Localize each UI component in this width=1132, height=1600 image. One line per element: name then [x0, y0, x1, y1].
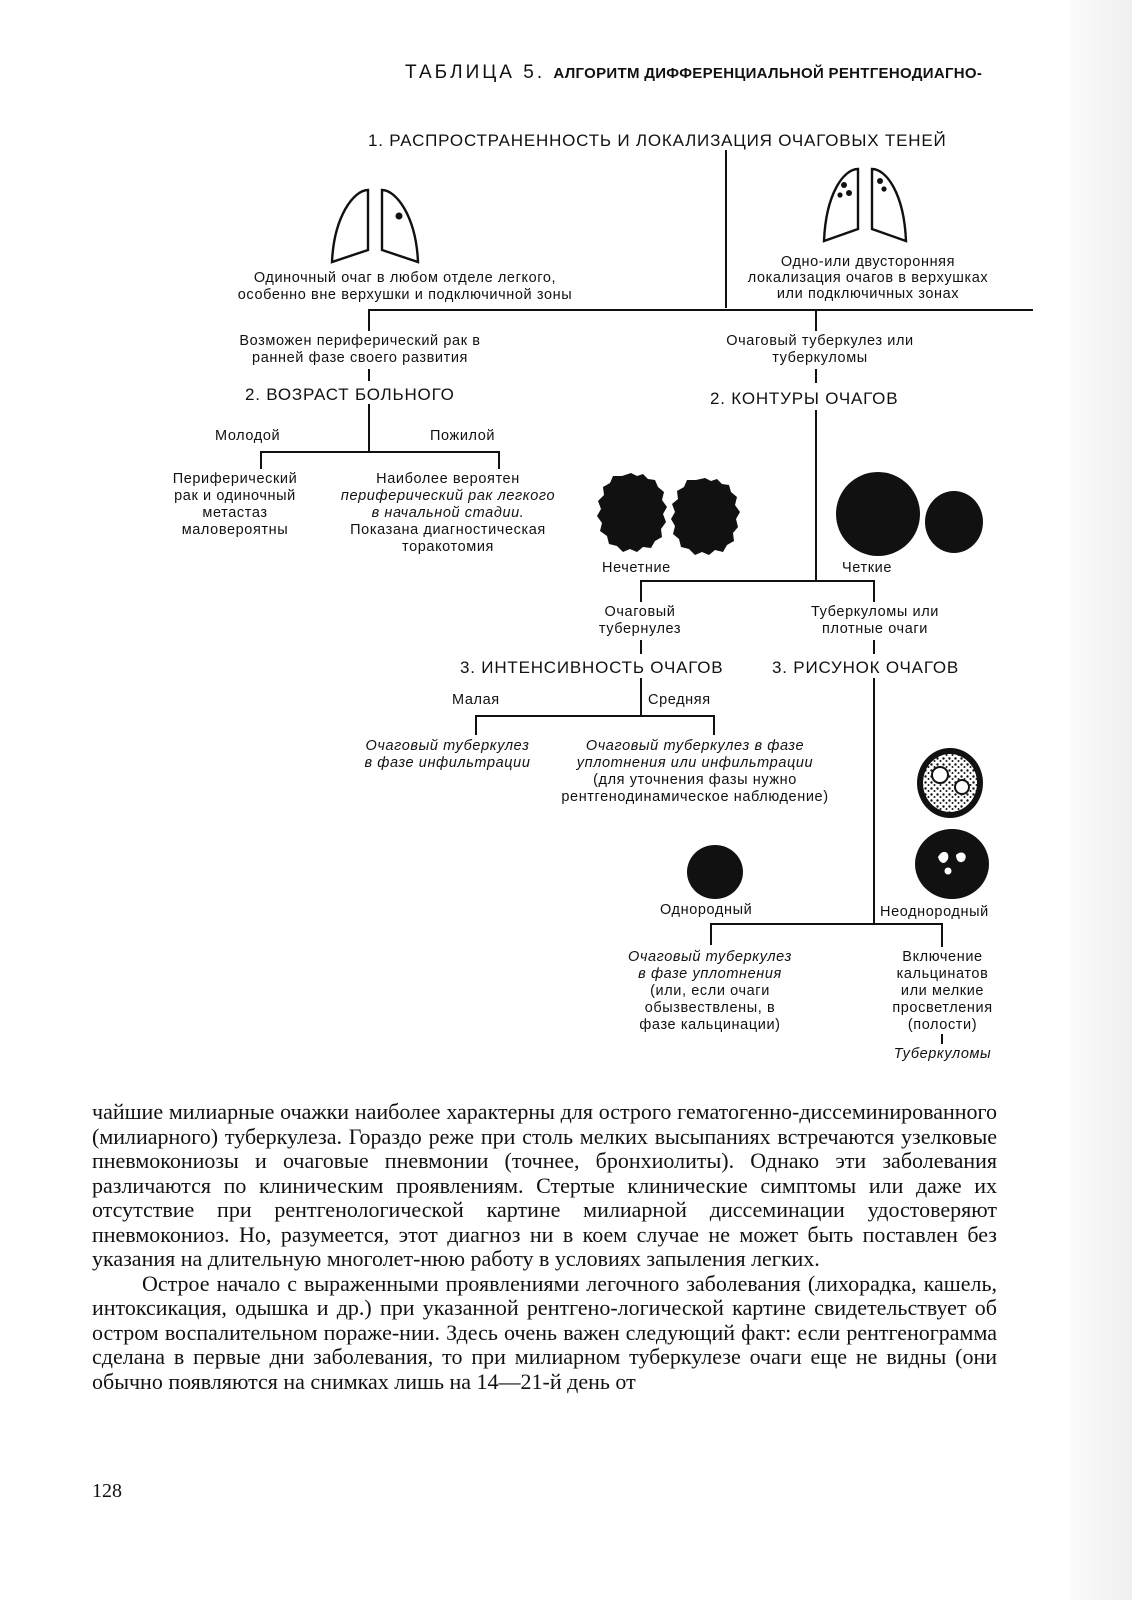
old-result-italic: периферический рак легкого в начальной с… [328, 488, 568, 522]
solitary-focus-caption: Одиночный очаг в любом отделе легкого, о… [205, 270, 605, 304]
low-label: Малая [452, 692, 500, 709]
young-label: Молодой [215, 428, 280, 445]
young-drop [260, 451, 262, 469]
left-branch-drop [368, 309, 370, 331]
main-divider-line [725, 150, 727, 308]
intensity-branch-line [475, 715, 715, 717]
low-drop [475, 715, 477, 735]
tuberculoma-dense-text: Туберкуломы или плотные очаги [790, 604, 960, 638]
medium-drop [713, 715, 715, 735]
irregular-focus-shadow [595, 470, 745, 556]
line-to-intensity [640, 640, 642, 654]
unclear-drop [640, 580, 642, 602]
intensity-stem-line [640, 678, 642, 716]
body-text: чайшие милиарные очажки наиболее характе… [92, 1100, 997, 1394]
medium-result-italic: Очаговый туберкулез в фазе уплотнения ил… [545, 738, 845, 772]
homogeneous-result-normal: (или, если очаги обызвествлены, в фазе к… [615, 983, 805, 1034]
age-branch-line [260, 451, 500, 453]
medium-label: Средняя [648, 692, 711, 709]
unclear-label: Нечетние [602, 560, 671, 577]
possible-cancer-text: Возможен периферический рак в ранней фаз… [200, 333, 520, 367]
old-result-prefix: Наиболее вероятен [328, 471, 568, 488]
homogeneous-focus-shadow [685, 843, 745, 901]
line-to-pattern [873, 640, 875, 654]
line-to-tuberculomas [941, 1034, 943, 1044]
homogeneous-result-italic: Очаговый туберкулез в фазе уплотнения [615, 949, 805, 983]
heterogeneous-result: Включение кальцинатов или мелкие просвет… [875, 949, 1010, 1034]
heterogeneous-branch-line [873, 923, 943, 925]
low-result: Очаговый туберкулез в фазе инфильтрации [360, 738, 535, 772]
paragraph-2: Острое начало с выраженными проявлениями… [92, 1272, 997, 1395]
heterogeneous-label: Неоднородный [880, 904, 989, 921]
table-title: ТАБЛИЦА 5. АЛГОРИТМ ДИФФЕРЕНЦИАЛЬНОЙ РЕН… [405, 62, 982, 84]
contours-branch-line [640, 580, 875, 582]
homogeneous-drop [710, 923, 712, 945]
old-label: Пожилой [430, 428, 495, 445]
line-to-age [368, 369, 370, 381]
clear-drop [873, 580, 875, 602]
homogeneous-label: Однородный [660, 902, 752, 919]
old-result-suffix: Показана диагностическая торакотомия [328, 522, 568, 556]
old-drop [498, 451, 500, 469]
page-number: 128 [92, 1480, 122, 1503]
focal-tb-text: Очаговый тубернулез [565, 604, 715, 638]
pattern-branch-line [710, 923, 875, 925]
heterogeneous-drop [941, 923, 943, 947]
bilateral-foci-caption: Одно-или двусторонняя локализация очагов… [733, 254, 1003, 302]
young-result: Периферический рак и одиночный метастаз … [155, 471, 315, 539]
tb-or-tuberculoma-text: Очаговый туберкулез или туберкуломы [700, 333, 940, 367]
step1-heading: 1. РАСПРОСТРАНЕННОСТЬ И ЛОКАЛИЗАЦИЯ ОЧАГ… [368, 132, 946, 149]
clear-label: Четкие [842, 560, 892, 577]
contours-stem-line [815, 410, 817, 580]
pattern-stem-line [873, 678, 875, 924]
contours-heading: 2. КОНТУРЫ ОЧАГОВ [710, 390, 898, 407]
right-branch-drop [815, 309, 817, 331]
line-to-contours [815, 369, 817, 383]
heterogeneous-focus-shadow [912, 745, 992, 900]
medium-result-normal: (для уточнения фазы нужно рентгенодинами… [535, 772, 855, 806]
page-edge-shadow [1070, 0, 1132, 1600]
tuberculomas-result: Туберкуломы [875, 1046, 1010, 1063]
age-stem-line [368, 404, 370, 452]
step1-branch-line [368, 309, 1033, 311]
pattern-heading: 3. РИСУНОК ОЧАГОВ [772, 659, 959, 676]
lungs-apical-foci-icon [822, 167, 908, 243]
lungs-solitary-focus-icon [330, 188, 420, 264]
intensity-heading: 3. ИНТЕНСИВНОСТЬ ОЧАГОВ [460, 659, 723, 676]
paragraph-1: чайшие милиарные очажки наиболее характе… [92, 1100, 997, 1272]
sharp-focus-shadow [835, 470, 985, 562]
age-heading: 2. ВОЗРАСТ БОЛЬНОГО [245, 386, 455, 403]
